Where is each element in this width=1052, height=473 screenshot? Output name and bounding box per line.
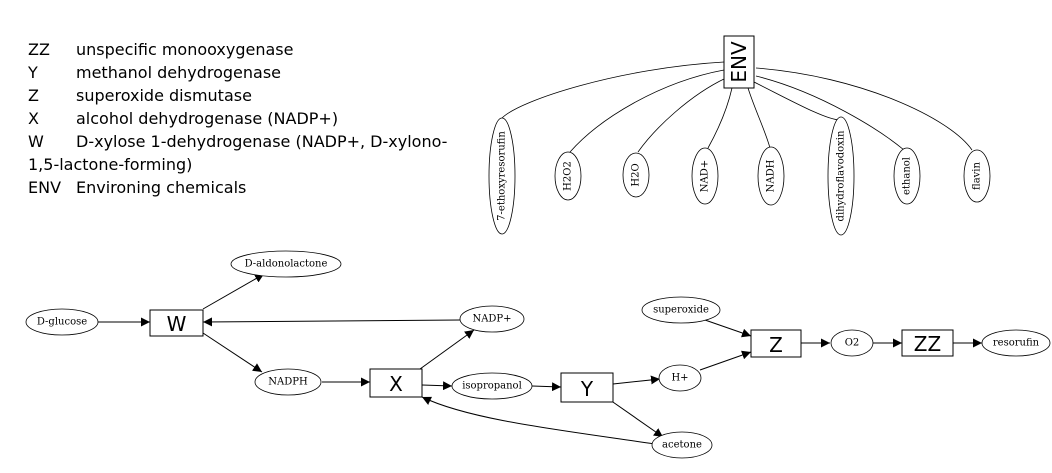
- node-acetone-label: acetone: [662, 440, 702, 451]
- legend-code: Y: [28, 63, 38, 82]
- legend-desc: D-xylose 1-dehydrogenase (NADP+, D-xylon…: [28, 132, 448, 174]
- legend-desc: methanol dehydrogenase: [76, 63, 282, 82]
- enzyme-x-box: [369, 368, 423, 398]
- env-link-flavin: [755, 67, 973, 151]
- env-chem-nadh-label: NADH: [766, 159, 777, 192]
- node-nadp-plus-label: NADP+: [472, 314, 511, 325]
- env-chem-h2o-label: H2O: [631, 163, 642, 186]
- env-cluster: ENV 7-ethoxyresorufin H2O2 H2O NAD+ NADH…: [488, 35, 991, 236]
- env-link-h2o2: [569, 69, 725, 153]
- env-chem-nad-plus-node: [691, 147, 719, 205]
- legend-code: W: [28, 132, 44, 151]
- edge-x-isopropanol: [421, 381, 453, 391]
- node-acetone: [651, 431, 713, 459]
- node-nadph-label: NADPH: [268, 377, 308, 388]
- legend-desc: superoxide dismutase: [76, 86, 252, 105]
- env-chem-7-ethoxyresorufin-node: [488, 117, 516, 235]
- node-resorufin: [981, 329, 1051, 357]
- env-chem-dihydroflavodoxin-node: [827, 116, 855, 236]
- env-link-nad-plus: [707, 87, 733, 149]
- legend-code: X: [28, 109, 39, 128]
- enzyme-y-label: Y: [580, 377, 594, 401]
- node-isopropanol: [451, 372, 533, 400]
- env-link-7-ethoxyresorufin: [501, 61, 725, 119]
- env-link-ethanol: [755, 75, 905, 151]
- edge-x-nadp: [419, 329, 475, 370]
- enzyme-w-label: W: [167, 312, 187, 336]
- env-label: ENV: [727, 41, 751, 83]
- enzyme-x-label: X: [389, 372, 403, 396]
- env-box: [723, 35, 755, 89]
- enzyme-z-box: [750, 329, 802, 358]
- env-chem-flavin-node: [963, 149, 991, 203]
- metabolite-nodes: D-glucose D-aldonolactone NADP+ NADPH is…: [25, 250, 1051, 459]
- node-d-glucose-label: D-glucose: [37, 317, 87, 328]
- node-superoxide-label: superoxide: [653, 305, 709, 316]
- enzyme-zz-box: [901, 329, 954, 357]
- env-chem-h2o2-label: H2O2: [563, 161, 574, 191]
- legend-desc: alcohol dehydrogenase (NADP+): [76, 109, 339, 128]
- env-links: [501, 61, 973, 153]
- legend-desc: Environing chemicals: [76, 178, 247, 197]
- env-chem-h2o-node: [622, 152, 650, 198]
- env-link-nadh: [747, 87, 771, 149]
- node-o2-label: O2: [845, 338, 860, 349]
- legend: ZZ unspecific monooxygenase Y methanol d…: [28, 38, 448, 199]
- node-superoxide: [641, 296, 721, 324]
- legend-row-x: X alcohol dehydrogenase (NADP+): [28, 107, 448, 130]
- env-chem-dihydroflavodoxin-label: dihydroflavodoxin: [836, 130, 847, 221]
- env-chem-h2o2-node: [554, 151, 582, 201]
- enzyme-w-box: [149, 309, 204, 337]
- node-d-glucose: [25, 308, 99, 336]
- env-chem-ethanol-label: ethanol: [902, 157, 913, 195]
- legend-code: ENV: [28, 178, 62, 197]
- pathway-edges: [98, 273, 982, 445]
- env-chem-flavin-label: flavin: [972, 161, 983, 189]
- edge-acetone-x: [421, 396, 656, 445]
- env-link-h2o: [637, 77, 727, 153]
- edge-w-aldonolactone: [202, 273, 265, 310]
- legend-row-env: ENV Environing chemicals: [28, 176, 448, 199]
- node-isopropanol-label: isopropanol: [462, 381, 522, 392]
- node-o2: [830, 329, 874, 357]
- legend-row-z: Z superoxide dismutase: [28, 84, 448, 107]
- legend-code: ZZ: [28, 40, 50, 59]
- enzyme-y-box: [560, 372, 614, 403]
- env-chem-nadh-node: [757, 146, 785, 206]
- edge-hplus-z: [699, 350, 752, 371]
- enzyme-boxes: W X Y Z ZZ: [149, 309, 954, 403]
- legend-desc: unspecific monooxygenase: [76, 40, 294, 59]
- env-chem-nad-plus-label: NAD+: [700, 160, 711, 192]
- edge-w-nadph: [202, 332, 263, 373]
- node-nadph: [254, 368, 322, 396]
- node-d-aldonolactone: [230, 250, 342, 278]
- edge-isopropanol-y: [531, 382, 562, 392]
- env-link-dihydroflavodoxin: [753, 81, 841, 121]
- node-h-plus: [658, 364, 702, 392]
- edge-nadp-w: [202, 317, 461, 327]
- enzyme-z-label: Z: [769, 333, 783, 357]
- node-nadp-plus: [459, 305, 525, 333]
- env-chem-7-ethoxyresorufin-label: 7-ethoxyresorufin: [497, 131, 508, 221]
- legend-row-y: Y methanol dehydrogenase: [28, 61, 448, 84]
- edge-y-acetone: [609, 399, 664, 438]
- legend-code: Z: [28, 86, 39, 105]
- enzyme-zz-label: ZZ: [914, 332, 941, 356]
- edge-y-hplus: [612, 375, 661, 385]
- edge-superoxide-z: [704, 319, 752, 338]
- node-resorufin-label: resorufin: [993, 338, 1040, 349]
- legend-row-zz: ZZ unspecific monooxygenase: [28, 38, 448, 61]
- node-h-plus-label: H+: [671, 373, 688, 384]
- node-d-aldonolactone-label: D-aldonolactone: [245, 259, 328, 270]
- env-chem-ethanol-node: [893, 147, 921, 205]
